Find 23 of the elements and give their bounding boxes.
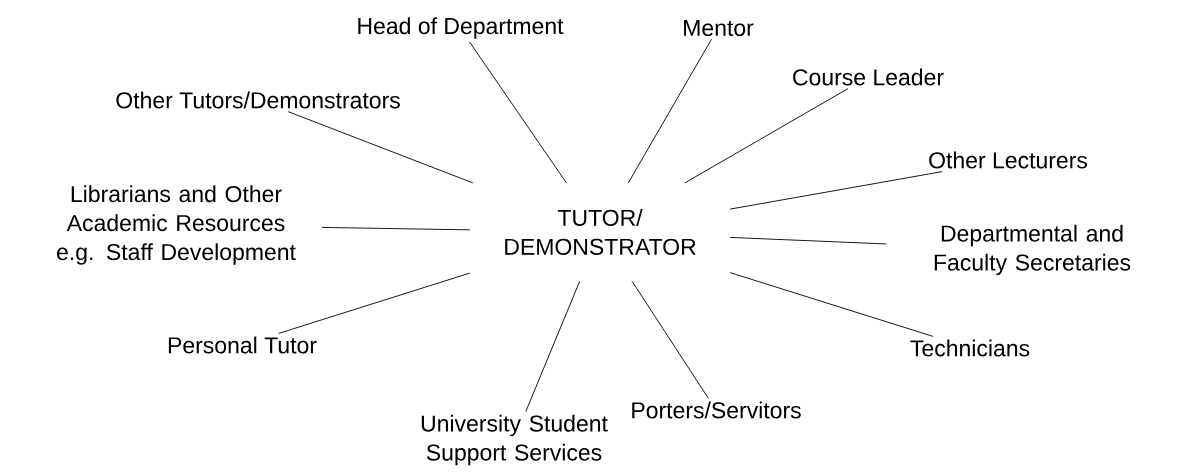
connector-line xyxy=(627,38,712,184)
connector-line xyxy=(278,272,471,334)
connector-line xyxy=(729,236,887,245)
role-label: Technicians xyxy=(910,339,1030,357)
role-label: Mentor xyxy=(684,20,754,36)
connector-line xyxy=(631,280,709,399)
connector-line xyxy=(321,226,471,231)
connector-line xyxy=(287,111,474,184)
connector-line xyxy=(729,272,934,337)
role-label: Course Leader xyxy=(793,68,944,86)
connector-line xyxy=(525,280,581,413)
connector-line xyxy=(684,88,849,184)
role-label: Departmental and Faculty Secretaries xyxy=(934,224,1131,276)
center-label: TUTOR/ DEMONSTRATOR xyxy=(505,209,696,255)
role-label: University Student Support Services xyxy=(421,414,608,466)
role-label: Porters/Servitors xyxy=(632,401,801,419)
connector-line xyxy=(729,171,943,210)
role-label: Other Lecturers xyxy=(929,151,1088,169)
connector-line xyxy=(469,41,567,184)
role-label: Other Tutors/Demonstrators xyxy=(116,91,400,109)
role-label: Librarians and Other Academic Resources e.g. Staff Development xyxy=(57,185,296,265)
role-label: Personal Tutor xyxy=(168,336,317,354)
role-label: Head of Department xyxy=(358,17,564,39)
